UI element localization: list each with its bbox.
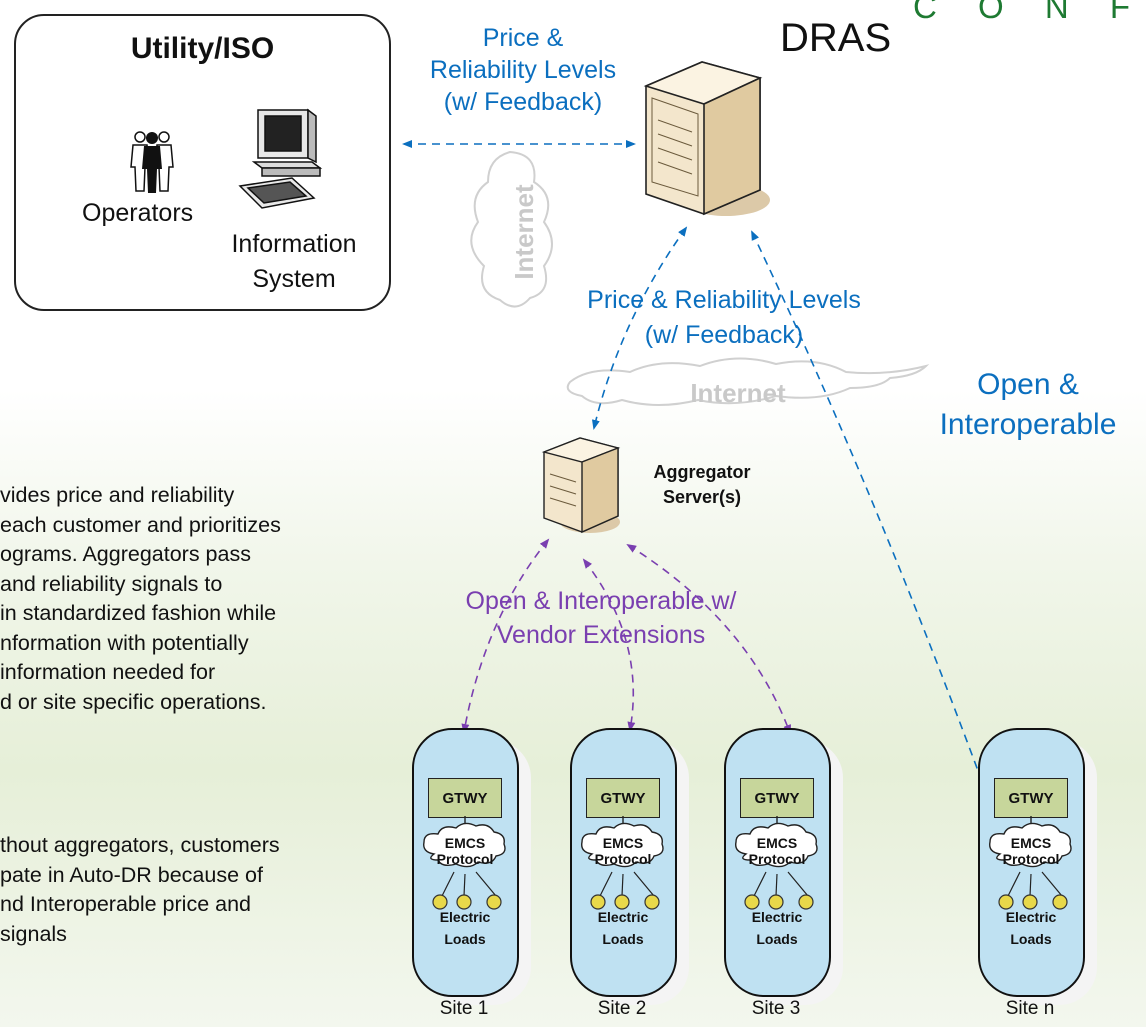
para1-line: information needed for bbox=[0, 660, 216, 684]
load-icon bbox=[456, 894, 472, 910]
gateway-box: GTWY bbox=[740, 778, 814, 818]
para1-line: each customer and prioritizes bbox=[0, 512, 281, 537]
open-interop-line2: Interoperable bbox=[939, 408, 1117, 441]
loads-label: Loads bbox=[444, 931, 485, 947]
load-icon bbox=[1022, 894, 1038, 910]
aggregator-line1: Aggregator bbox=[653, 462, 751, 482]
protocol-label: Protocol bbox=[749, 851, 806, 867]
utility-iso-box: Utility/ISO Operators Information System bbox=[14, 14, 391, 311]
emcs-label: EMCS bbox=[1011, 835, 1051, 851]
utility-title: Utility/ISO bbox=[130, 32, 275, 65]
info-system-line2: System bbox=[252, 265, 336, 293]
gateway-box: GTWY bbox=[586, 778, 660, 818]
emcs-loads-graphic: EMCS Protocol Electric Loads bbox=[735, 816, 818, 947]
electric-label: Electric bbox=[440, 909, 491, 925]
description-paragraph-2: thout aggregators, customers pate in Aut… bbox=[0, 831, 280, 949]
mid-link-label: Price & Reliability Levels (w/ Feedback) bbox=[554, 283, 894, 353]
top-link-line1: Price & bbox=[482, 24, 564, 52]
load-icon bbox=[590, 894, 606, 910]
para2-line: thout aggregators, customers bbox=[0, 833, 280, 857]
computer-icon bbox=[238, 108, 323, 209]
site-panel: GTWY EMCS Protocol Electric Loads bbox=[978, 728, 1085, 997]
open-interop-line1: Open & bbox=[977, 368, 1079, 401]
load-icon bbox=[432, 894, 448, 910]
top-link-line3: (w/ Feedback) bbox=[443, 88, 603, 116]
dras-server-icon bbox=[643, 61, 770, 216]
protocol-label: Protocol bbox=[595, 851, 652, 867]
operators-label: Operators bbox=[82, 199, 194, 227]
aggregator-label: Aggregator Server(s) bbox=[632, 460, 772, 510]
loads-label: Loads bbox=[1010, 931, 1051, 947]
info-system-line1: Information bbox=[231, 230, 357, 258]
site-panel: GTWY EMCS Protocol Electric Loads bbox=[412, 728, 519, 997]
para2-line: pate in Auto-DR because of bbox=[0, 862, 263, 887]
site-caption: Site 1 bbox=[439, 998, 489, 1019]
internet-horizontal-label: Internet bbox=[690, 378, 786, 408]
operators-icon bbox=[130, 131, 174, 193]
para1-line: ograms. Aggregators pass bbox=[0, 542, 251, 566]
para1-line: d or site specific operations. bbox=[0, 689, 267, 714]
load-icon bbox=[614, 894, 630, 910]
aggregator-server-icon bbox=[541, 437, 621, 534]
emcs-label: EMCS bbox=[445, 835, 485, 851]
para2-line: nd Interoperable price and bbox=[0, 892, 252, 916]
conference-logo-text: C O N F bbox=[913, 0, 1146, 25]
electric-label: Electric bbox=[1006, 909, 1057, 925]
emcs-loads-graphic: EMCS Protocol Electric Loads bbox=[989, 816, 1072, 947]
site-panel: GTWY EMCS Protocol Electric Loads bbox=[570, 728, 677, 997]
emcs-loads-graphic: EMCS Protocol Electric Loads bbox=[423, 816, 506, 947]
protocol-label: Protocol bbox=[437, 851, 494, 867]
electric-label: Electric bbox=[598, 909, 649, 925]
para1-line: nformation with potentially bbox=[0, 630, 249, 655]
internet-vertical-label: Internet bbox=[509, 184, 539, 280]
site-caption: Site 3 bbox=[751, 998, 801, 1019]
load-icon bbox=[798, 894, 814, 910]
para1-line: vides price and reliability bbox=[0, 483, 235, 507]
info-system-label: Information System bbox=[209, 227, 379, 297]
dras-title: DRAS bbox=[780, 16, 892, 60]
dras-site-n-arrow bbox=[751, 230, 1004, 838]
internet-cloud-vertical: Internet bbox=[470, 150, 553, 308]
emcs-label: EMCS bbox=[757, 835, 797, 851]
loads-label: Loads bbox=[756, 931, 797, 947]
internet-cloud-horizontal: Internet bbox=[566, 357, 930, 408]
site-panel: GTWY EMCS Protocol Electric Loads bbox=[724, 728, 831, 997]
open-interoperable-label: Open & Interoperable bbox=[908, 365, 1146, 445]
emcs-loads-graphic: EMCS Protocol Electric Loads bbox=[581, 816, 664, 947]
load-icon bbox=[768, 894, 784, 910]
para2-line: signals bbox=[0, 921, 67, 946]
vendor-line1: Open & Interoperable w/ bbox=[465, 587, 737, 615]
vendor-link-label: Open & Interoperable w/ Vendor Extension… bbox=[436, 584, 766, 652]
gateway-box: GTWY bbox=[994, 778, 1068, 818]
protocol-label: Protocol bbox=[1003, 851, 1060, 867]
load-icon bbox=[486, 894, 502, 910]
mid-link-line1: Price & Reliability Levels bbox=[587, 286, 861, 314]
description-paragraph-1: vides price and reliability each custome… bbox=[0, 481, 281, 717]
load-icon bbox=[1052, 894, 1068, 910]
vendor-line2: Vendor Extensions bbox=[496, 621, 706, 649]
emcs-label: EMCS bbox=[603, 835, 643, 851]
load-icon bbox=[998, 894, 1014, 910]
site-caption: Site 2 bbox=[597, 998, 647, 1019]
para1-line: in standardized fashion while bbox=[0, 601, 277, 625]
gateway-box: GTWY bbox=[428, 778, 502, 818]
aggregator-site3-arrow bbox=[626, 543, 791, 735]
aggregator-site1-arrow bbox=[461, 538, 550, 734]
site-caption: Site n bbox=[1005, 998, 1055, 1019]
load-icon bbox=[644, 894, 660, 910]
top-link-line2: Reliability Levels bbox=[429, 56, 617, 84]
aggregator-line2: Server(s) bbox=[662, 487, 742, 507]
para1-line: and reliability signals to bbox=[0, 571, 223, 596]
top-link-label: Price & Reliability Levels (w/ Feedback) bbox=[408, 22, 638, 118]
electric-label: Electric bbox=[752, 909, 803, 925]
load-icon bbox=[744, 894, 760, 910]
loads-label: Loads bbox=[602, 931, 643, 947]
mid-link-line2: (w/ Feedback) bbox=[644, 321, 804, 349]
